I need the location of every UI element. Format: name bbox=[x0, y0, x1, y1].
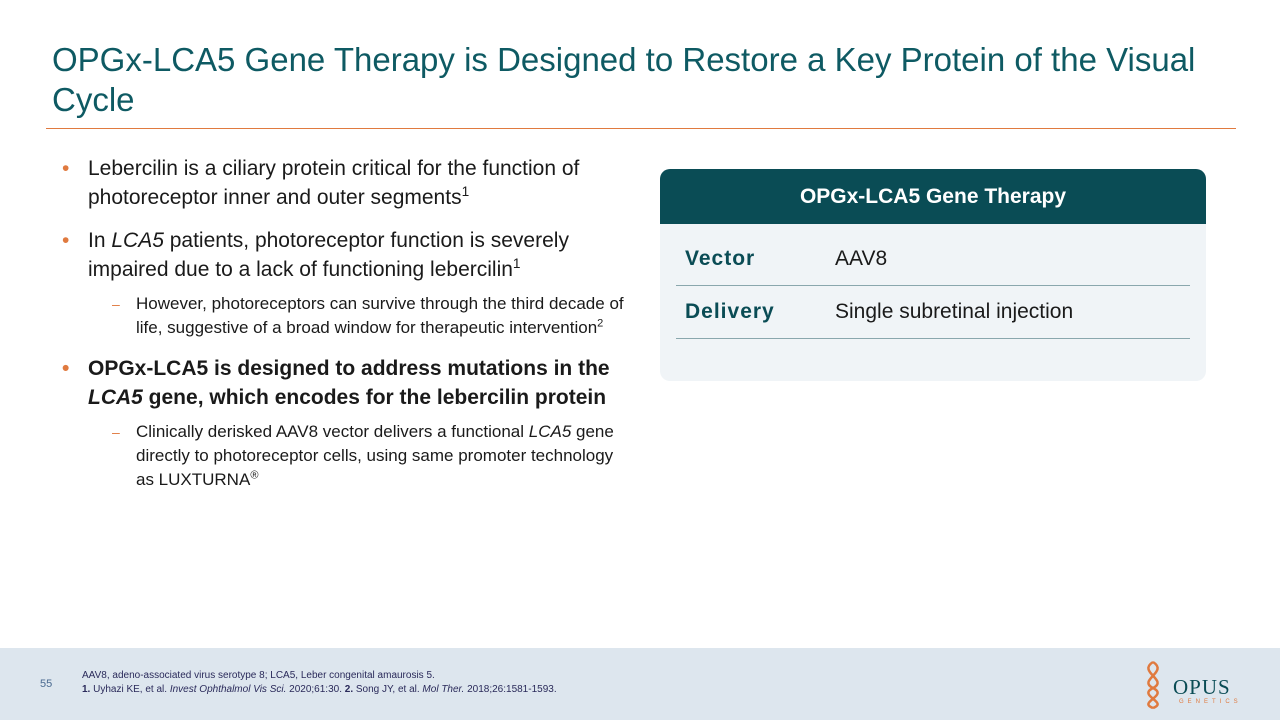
row-value: AAV8 bbox=[835, 247, 888, 270]
row-value: Single subretinal injection bbox=[835, 300, 1074, 323]
gene-name: LCA5 bbox=[88, 386, 143, 409]
title-divider bbox=[46, 128, 1236, 129]
bullet-opgx-design: • OPGx-LCA5 is designed to address mutat… bbox=[62, 354, 632, 412]
footer-bar: 55 AAV8, adeno-associated virus serotype… bbox=[0, 648, 1280, 720]
bullet-text-pre: In bbox=[88, 229, 112, 252]
ref-number: 1. bbox=[82, 684, 91, 695]
sub-bullet-aav8: – Clinically derisked AAV8 vector delive… bbox=[62, 420, 632, 492]
logo-wordmark: OPUS bbox=[1173, 675, 1231, 699]
helix-icon bbox=[1147, 660, 1159, 710]
bullet-text-post: gene, which encodes for the lebercilin p… bbox=[142, 386, 607, 409]
bullet-marker: • bbox=[62, 229, 70, 252]
ref-number: 2. bbox=[344, 684, 354, 695]
footnote-ref: 1 bbox=[512, 256, 521, 271]
row-label: Delivery bbox=[685, 300, 775, 323]
opus-genetics-logo: OPUS GENETICS bbox=[1133, 658, 1248, 712]
slide-title: OPGx-LCA5 Gene Therapy is Designed to Re… bbox=[52, 41, 1196, 118]
ref-authors: Uyhazi KE, et al. bbox=[90, 684, 170, 695]
bullet-text: Lebercilin is a ciliary protein critical… bbox=[88, 157, 580, 209]
bullet-marker: • bbox=[62, 157, 70, 180]
bullet-marker: • bbox=[62, 357, 70, 380]
bullet-text-pre: OPGx-LCA5 is designed to address mutatio… bbox=[88, 357, 610, 380]
bullet-list: • Lebercilin is a ciliary protein critic… bbox=[62, 154, 632, 506]
sub-bullet-marker: – bbox=[112, 424, 120, 440]
row-label: Vector bbox=[685, 247, 756, 270]
card-header: OPGx-LCA5 Gene Therapy bbox=[660, 169, 1206, 224]
registered-mark: ® bbox=[250, 469, 259, 482]
ref-journal: Mol Ther. bbox=[422, 684, 465, 695]
footnote-ref: 1 bbox=[461, 184, 470, 199]
bullet-lebercilin: • Lebercilin is a ciliary protein critic… bbox=[62, 154, 632, 212]
ref-details: 2018;26:1581-1593. bbox=[464, 684, 557, 695]
sub-bullet-text-pre: Clinically derisked AAV8 vector delivers… bbox=[136, 422, 529, 441]
ref-details: 2020;61:30. bbox=[286, 684, 345, 695]
references: AAV8, adeno-associated virus serotype 8;… bbox=[82, 669, 557, 697]
logo-subtitle: GENETICS bbox=[1179, 699, 1242, 705]
ref-journal: Invest Ophthalmol Vis Sci. bbox=[169, 684, 287, 695]
bullet-lca5-patients: • In LCA5 patients, photoreceptor functi… bbox=[62, 226, 632, 284]
gene-name: LCA5 bbox=[528, 422, 572, 441]
sub-bullet-text-post: gene directly to photoreceptor cells, us… bbox=[136, 422, 614, 489]
card-row-delivery: Delivery Single subretinal injection bbox=[676, 286, 1190, 339]
abbreviations: AAV8, adeno-associated virus serotype 8;… bbox=[82, 670, 435, 681]
sub-bullet-survival: – However, photoreceptors can survive th… bbox=[62, 292, 632, 340]
sub-bullet-text: However, photoreceptors can survive thro… bbox=[136, 294, 624, 337]
page-number: 55 bbox=[40, 678, 53, 690]
therapy-summary-card: OPGx-LCA5 Gene Therapy Vector AAV8 Deliv… bbox=[660, 169, 1206, 381]
citation-line: 1. Uyhazi KE, et al. Invest Ophthalmol V… bbox=[82, 683, 557, 697]
footnote-ref: 2 bbox=[597, 317, 604, 330]
gene-name: LCA5 bbox=[111, 229, 164, 252]
sub-bullet-marker: – bbox=[112, 296, 120, 312]
bullet-text-post: patients, photoreceptor function is seve… bbox=[88, 229, 569, 281]
card-row-vector: Vector AAV8 bbox=[676, 233, 1190, 286]
ref-authors: Song JY, et al. bbox=[353, 684, 423, 695]
